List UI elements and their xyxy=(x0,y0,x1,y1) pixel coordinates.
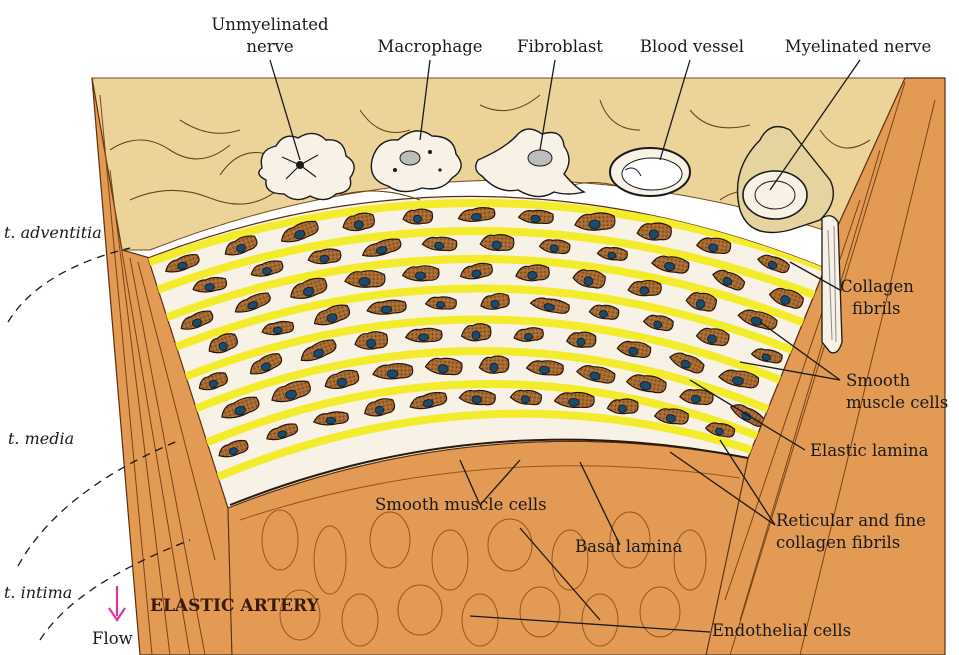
label-flow: Flow xyxy=(92,629,133,648)
label-basal-lamina: Basal lamina xyxy=(575,537,682,556)
cell-nucleus xyxy=(568,398,579,407)
label-tunica-media: t. media xyxy=(8,429,74,448)
cell-nucleus xyxy=(381,306,392,314)
cell-nucleus xyxy=(577,338,586,347)
diagram-title: ELASTIC ARTERY xyxy=(150,596,320,616)
label-smooth-muscle-center: Smooth muscle cells xyxy=(375,495,547,514)
cell-nucleus xyxy=(320,255,330,263)
cell-nucleus xyxy=(618,405,627,413)
label-myelinated-nerve: Myelinated nerve xyxy=(785,37,932,56)
label-collagen-fibrils-line2: fibrils xyxy=(852,299,900,318)
label-elastic-lamina: Elastic lamina xyxy=(810,441,929,460)
cell-nucleus xyxy=(413,215,421,223)
label-reticular-line2: collagen fibrils xyxy=(776,533,900,552)
cell-nucleus xyxy=(492,241,502,250)
label-unmyelinated-nerve-line1: Unmyelinated xyxy=(211,15,329,34)
label-endothelial-cells: Endothelial cells xyxy=(712,621,851,640)
cell-nucleus xyxy=(387,370,398,378)
cell-nucleus xyxy=(490,363,498,372)
label-reticular-line1: Reticular and fine xyxy=(776,511,926,530)
label-macrophage: Macrophage xyxy=(377,37,482,56)
cell-nucleus xyxy=(531,215,541,223)
cell-nucleus xyxy=(607,252,616,259)
cell-nucleus xyxy=(366,339,376,348)
label-fibroblast: Fibroblast xyxy=(517,37,603,56)
label-collagen-fibrils-line1: Collagen xyxy=(840,277,914,296)
label-tunica-intima: t. intima xyxy=(4,583,72,602)
label-unmyelinated-nerve-line2: nerve xyxy=(246,37,293,56)
blood-vessel xyxy=(610,148,690,196)
label-smooth-muscle-right-line1: Smooth xyxy=(846,371,910,390)
label-tunica-adventitia: t. adventitia xyxy=(4,223,102,242)
cell-nucleus xyxy=(649,230,659,239)
label-blood-vessel: Blood vessel xyxy=(640,37,744,56)
cell-nucleus xyxy=(359,277,370,286)
cell-nucleus xyxy=(418,334,428,341)
label-smooth-muscle-right-line2: muscle cells xyxy=(846,393,948,412)
cell-nucleus xyxy=(589,220,600,229)
cell-nucleus xyxy=(415,272,425,280)
flow-arrow-icon xyxy=(109,586,125,620)
cell-nucleus xyxy=(472,331,480,340)
cell-nucleus xyxy=(528,271,537,280)
cell-nucleus xyxy=(436,301,445,308)
cell-nucleus xyxy=(524,333,533,340)
cell-nucleus xyxy=(640,287,649,295)
collagen-fibril-bundle xyxy=(822,216,842,353)
